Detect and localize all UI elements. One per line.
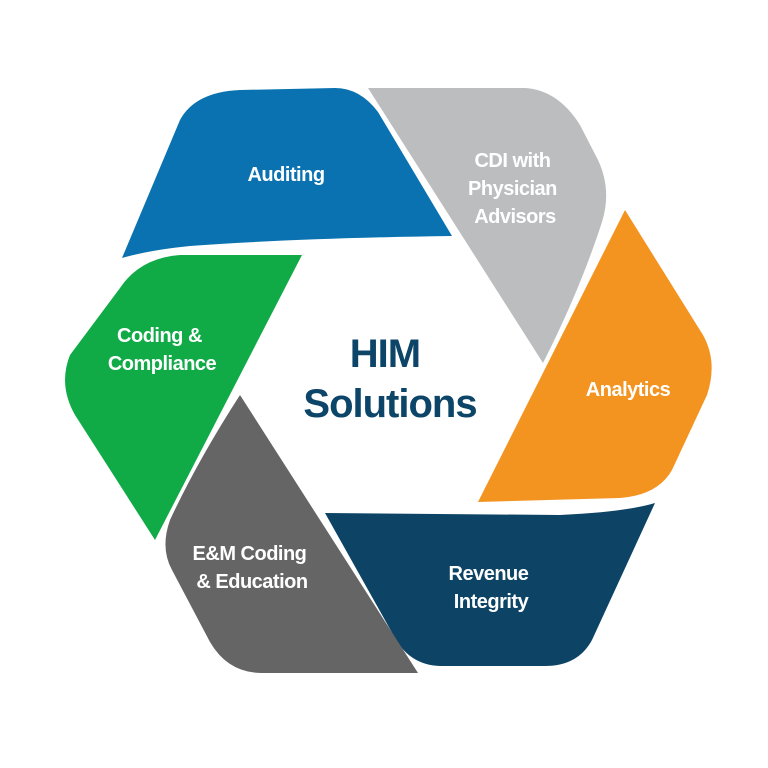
segment-cdi-label-line2: Physician <box>468 178 557 200</box>
segment-cdi-shape <box>368 88 607 363</box>
segment-cdi-label-line3: Advisors <box>474 206 556 228</box>
segment-revenue-integrity-shape <box>325 503 655 666</box>
segment-em-coding-label-line2: & Education <box>196 571 307 593</box>
segment-coding-compliance[interactable]: Coding & Compliance <box>65 255 302 540</box>
svg-text:Revenue Integrity: Revenue Integrity <box>449 563 534 613</box>
segment-analytics[interactable]: Analytics <box>478 210 712 502</box>
segment-analytics-shape <box>478 210 712 502</box>
segment-em-coding-label-line1: E&M Coding <box>193 543 307 565</box>
svg-text:CDI with Physician: CDI with Physician Advisors <box>468 150 562 228</box>
center-title-line2: Solutions <box>303 382 476 426</box>
svg-text:Analytics: Analytics <box>586 379 671 401</box>
segment-revenue-integrity[interactable]: Revenue Integrity <box>325 503 655 666</box>
segment-auditing-shape <box>122 88 452 258</box>
segment-em-coding[interactable]: E&M Coding & Education <box>165 395 418 673</box>
segment-analytics-label: Analytics <box>586 379 671 401</box>
center-title: HIM Solutions <box>303 332 477 426</box>
segment-auditing[interactable]: Auditing <box>122 88 452 258</box>
segment-coding-compliance-label-line2: Compliance <box>108 353 217 375</box>
segment-coding-compliance-label-line1: Coding & <box>117 325 202 347</box>
svg-text:Auditing: Auditing <box>247 164 324 186</box>
segment-auditing-label: Auditing <box>247 164 324 186</box>
segment-coding-compliance-shape <box>65 255 302 540</box>
svg-text:HIM Solutions: HIM Solutions <box>303 332 476 426</box>
segment-revenue-integrity-label-line1: Revenue <box>449 563 529 585</box>
segment-revenue-integrity-label-line2: Integrity <box>454 591 530 613</box>
segment-em-coding-shape <box>165 395 418 673</box>
svg-text:Coding & Compliance: Coding & Compliance <box>108 325 217 375</box>
center-title-line1: HIM <box>350 332 420 376</box>
svg-text:E&M Coding & Education: E&M Coding & Education <box>193 543 312 593</box>
segment-cdi[interactable]: CDI with Physician Advisors <box>368 88 607 363</box>
segment-cdi-label-line1: CDI with <box>474 150 550 172</box>
